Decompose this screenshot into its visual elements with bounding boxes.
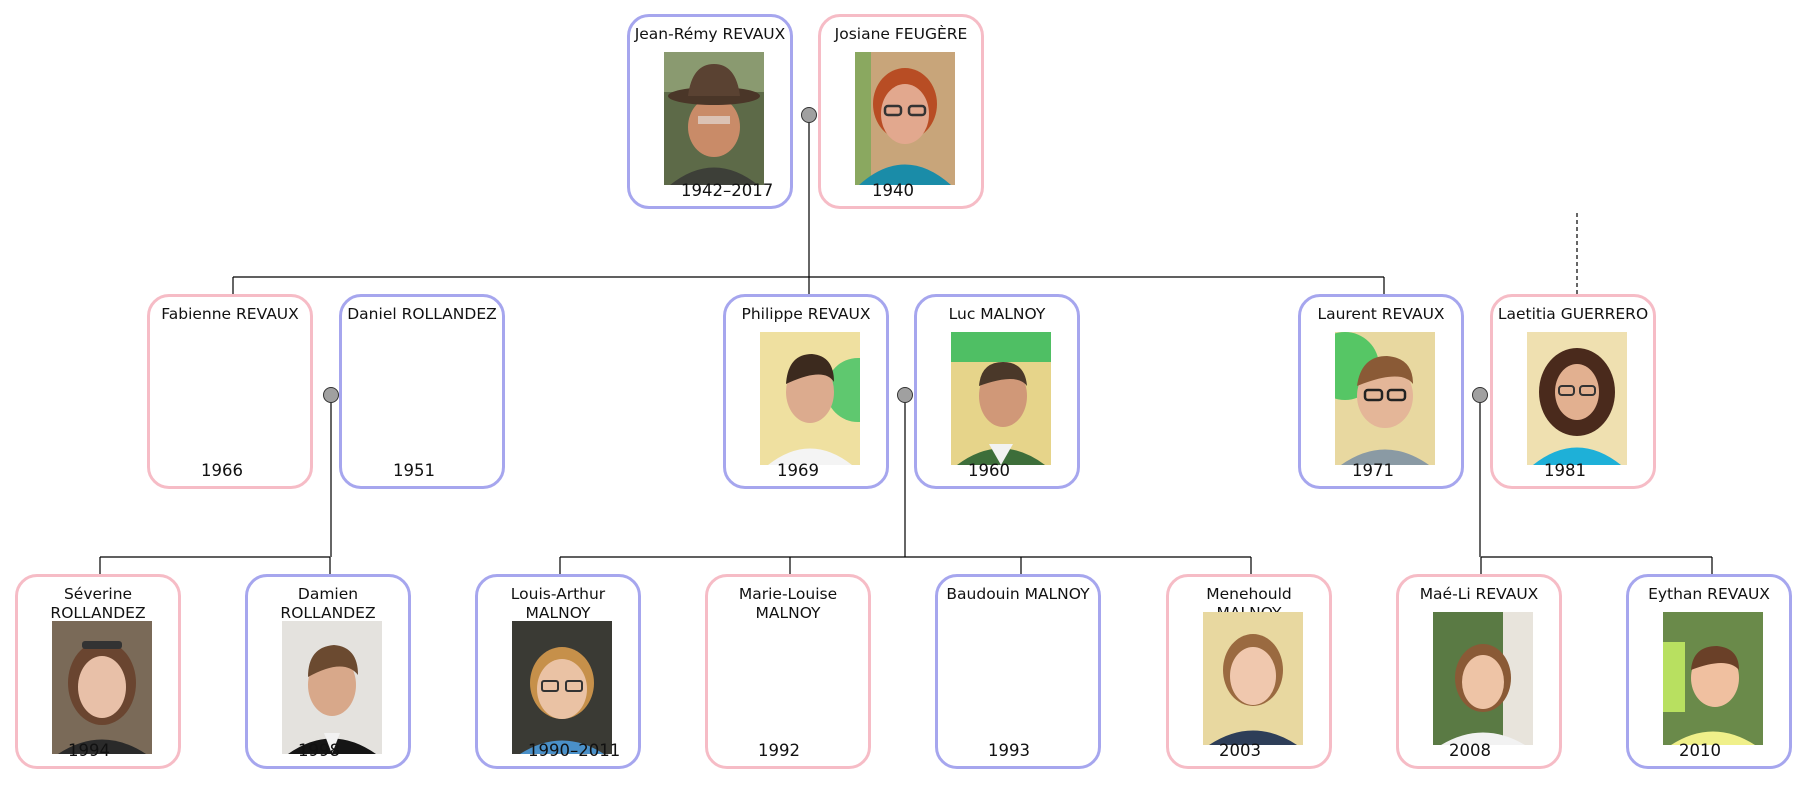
person-card-jean-remy-revaux[interactable]: Jean-Rémy REVAUX 1942–2017 <box>627 14 793 209</box>
person-years: 1994 <box>68 741 110 760</box>
person-card-louis-arthur-malnoy[interactable]: Louis-Arthur MALNOY 1990–2011 <box>475 574 641 769</box>
person-name: Josiane FEUGÈRE <box>834 25 968 43</box>
person-years: 1990–2011 <box>528 741 621 760</box>
person-name: Laetitia GUERRERO <box>1497 305 1649 323</box>
person-years: 1981 <box>1544 461 1586 480</box>
person-card-damien-rollandez[interactable]: Damien ROLLANDEZ 1998 <box>245 574 411 769</box>
person-name: Luc MALNOY <box>948 305 1046 323</box>
photo-young-woman <box>52 621 152 754</box>
person-card-fabienne-revaux[interactable]: Fabienne REVAUX 1966 <box>147 294 313 489</box>
photo-boy <box>1663 612 1763 745</box>
person-years: 1971 <box>1352 461 1394 480</box>
person-years: 2008 <box>1449 741 1491 760</box>
person-name: Jean-Rémy REVAUX <box>634 25 786 43</box>
union-dot <box>897 387 913 403</box>
person-years: 2010 <box>1679 741 1721 760</box>
person-name: Marie-Louise MALNOY <box>738 585 838 622</box>
person-years: 1998 <box>298 741 340 760</box>
person-card-laurent-revaux[interactable]: Laurent REVAUX 1971 <box>1298 294 1464 489</box>
person-card-marie-louise-malnoy[interactable]: Marie-Louise MALNOY 1992 <box>705 574 871 769</box>
photo-girl <box>1203 612 1303 745</box>
person-card-severine-rollandez[interactable]: Séverine ROLLANDEZ 1994 <box>15 574 181 769</box>
person-name: Eythan REVAUX <box>1648 585 1770 603</box>
photo-man <box>760 332 860 465</box>
person-card-menehould-malnoy[interactable]: Menehould MALNOY 2003 <box>1166 574 1332 769</box>
photo-woman-with-glasses <box>1527 332 1627 465</box>
person-name: Fabienne REVAUX <box>161 305 299 323</box>
photo-young-man <box>282 621 382 754</box>
photo-girl <box>1433 612 1533 745</box>
person-years: 1942–2017 <box>681 181 774 200</box>
person-years: 1992 <box>758 741 800 760</box>
person-name: Damien ROLLANDEZ <box>280 585 376 622</box>
person-years: 2003 <box>1219 741 1261 760</box>
union-dot <box>801 107 817 123</box>
person-years: 1951 <box>393 461 435 480</box>
photo-man-with-hat <box>664 52 764 185</box>
person-name: Séverine ROLLANDEZ <box>50 585 146 622</box>
person-name: Daniel ROLLANDEZ <box>347 305 497 323</box>
person-card-eythan-revaux[interactable]: Eythan REVAUX 2010 <box>1626 574 1792 769</box>
person-years: 1969 <box>777 461 819 480</box>
person-years: 1960 <box>968 461 1010 480</box>
person-years: 1966 <box>201 461 243 480</box>
person-card-mae-li-revaux[interactable]: Maé-Li REVAUX 2008 <box>1396 574 1562 769</box>
person-name: Louis-Arthur MALNOY <box>510 585 606 622</box>
person-years: 1993 <box>988 741 1030 760</box>
person-card-baudouin-malnoy[interactable]: Baudouin MALNOY 1993 <box>935 574 1101 769</box>
person-name: Maé-Li REVAUX <box>1419 585 1539 603</box>
person-name: Baudouin MALNOY <box>946 585 1090 603</box>
photo-young-man-with-glasses <box>512 621 612 754</box>
photo-man-with-glasses <box>1335 332 1435 465</box>
photo-man <box>951 332 1051 465</box>
person-card-daniel-rollandez[interactable]: Daniel ROLLANDEZ 1951 <box>339 294 505 489</box>
person-card-laetitia-guerrero[interactable]: Laetitia GUERRERO 1981 <box>1490 294 1656 489</box>
person-card-philippe-revaux[interactable]: Philippe REVAUX 1969 <box>723 294 889 489</box>
person-name: Laurent REVAUX <box>1317 305 1445 323</box>
union-dot <box>1472 387 1488 403</box>
person-card-josiane-feugere[interactable]: Josiane FEUGÈRE 1940 <box>818 14 984 209</box>
person-card-luc-malnoy[interactable]: Luc MALNOY 1960 <box>914 294 1080 489</box>
person-years: 1940 <box>872 181 914 200</box>
person-name: Philippe REVAUX <box>741 305 871 323</box>
union-dot <box>323 387 339 403</box>
photo-woman-with-glasses <box>855 52 955 185</box>
